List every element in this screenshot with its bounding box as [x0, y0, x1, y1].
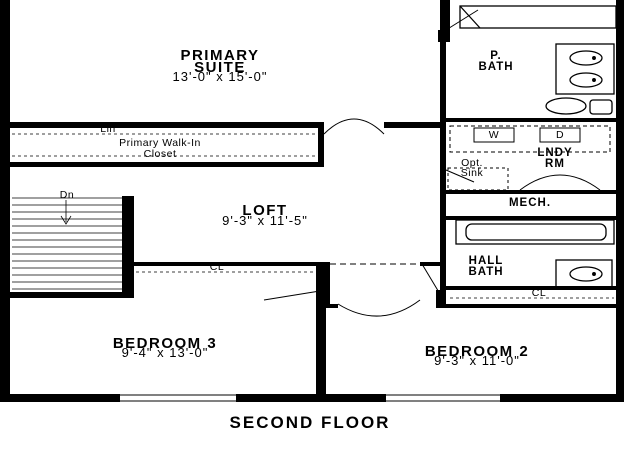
- bedroom3-dims: 9'-4" x 13'-0": [121, 345, 209, 360]
- walk-in-closet-name-1: Primary Walk-In: [119, 137, 201, 149]
- exterior-walls: [0, 0, 624, 402]
- doors: [263, 9, 601, 317]
- laundry-fixtures: [447, 125, 611, 191]
- stairs-down-label: Dn: [59, 189, 75, 201]
- hall-bath-fixtures: [455, 219, 615, 289]
- loft-name: LOFT: [242, 202, 288, 219]
- bedroom2-dims: 9'-3" x 11'-0": [434, 353, 520, 368]
- walk-in-closet-name-2: Closet: [143, 148, 177, 160]
- staircase: [12, 197, 122, 290]
- windows: [120, 394, 500, 402]
- closet-shelves: [12, 133, 614, 299]
- laundry-room-name-2: RM: [545, 158, 565, 170]
- opt-sink-label-2: Sink: [460, 167, 484, 179]
- hall-bath-name-2: BATH: [468, 266, 504, 278]
- hall-bath-name-1: HALL: [468, 255, 504, 267]
- laundry-room-name-1: LNDY: [537, 147, 573, 159]
- bedroom3-name: BEDROOM 3: [112, 335, 218, 352]
- bedroom2-name: BEDROOM 2: [424, 343, 530, 360]
- p-bath-fixtures: [459, 5, 617, 115]
- interior-walls: [0, 42, 624, 400]
- bedroom2-closet-label: CL: [531, 287, 547, 299]
- dryer-label: D: [555, 129, 565, 141]
- primary-suite-name-1: PRIMARY: [180, 47, 260, 64]
- linen-label: Lin: [100, 123, 116, 135]
- mech-room-name: MECH.: [508, 197, 552, 209]
- floor-title: SECOND FLOOR: [229, 413, 391, 432]
- loft-dims: 9'-3" x 11'-5": [222, 213, 308, 228]
- opt-sink-label-1: Opt.: [461, 157, 483, 169]
- p-bath-name-2: BATH: [478, 61, 514, 73]
- primary-suite-name-2: SUITE: [194, 59, 246, 76]
- bedroom3-closet-label: CL: [209, 261, 225, 273]
- p-bath-name-1: P.: [490, 50, 502, 62]
- washer-label: W: [488, 129, 500, 141]
- primary-suite-dims: 13'-0" x 15'-0": [172, 69, 268, 84]
